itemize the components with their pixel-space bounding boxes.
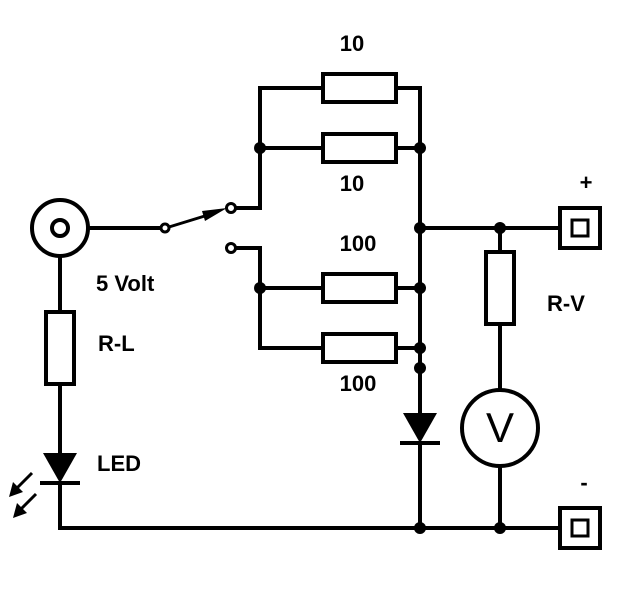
label-res-bottom: 100 (340, 371, 377, 396)
resistor-rv (484, 250, 516, 326)
label-led: LED (97, 451, 141, 476)
label-res-top: 10 (340, 31, 364, 56)
label-minus-terminal: - (580, 470, 587, 495)
label-res-second: 10 (340, 171, 364, 196)
diode (400, 413, 440, 445)
label-voltmeter: V (486, 404, 514, 451)
label-res-third: 100 (340, 231, 377, 256)
light-emission-icon (9, 471, 38, 518)
plus-terminal (558, 206, 602, 250)
minus-terminal (558, 506, 602, 550)
resistor-top (321, 72, 398, 104)
resistor-third (321, 272, 398, 304)
label-source: 5 Volt (96, 271, 155, 296)
label-meter-resistor: R-V (547, 291, 585, 316)
resistor-second (321, 132, 398, 164)
resistor-bottom (321, 332, 398, 364)
voltmeter (460, 388, 540, 468)
label-load-resistor: R-L (98, 331, 135, 356)
switch-arrow-icon (202, 208, 227, 221)
wire-right-bus (394, 86, 422, 415)
junction-dots (254, 142, 506, 534)
changeover-switch (159, 202, 237, 254)
wire-lower-contact (234, 246, 325, 350)
label-plus-terminal: + (580, 170, 593, 195)
resistor-rl (44, 310, 76, 386)
wire-bottom-rail (58, 482, 562, 530)
led (9, 453, 80, 518)
voltage-source (30, 198, 90, 258)
